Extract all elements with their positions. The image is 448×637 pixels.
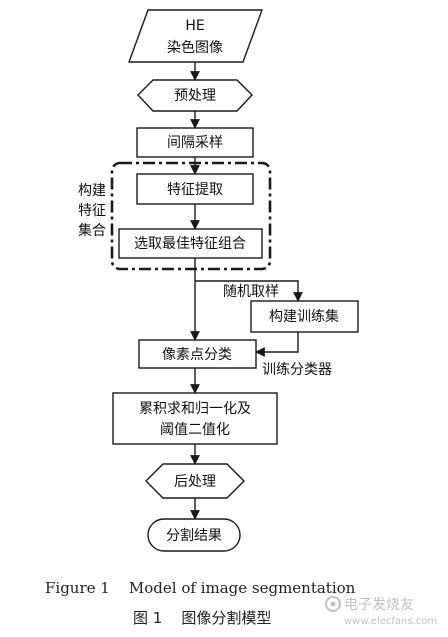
result-label: 分割结果	[166, 527, 222, 544]
watermark: 电子发烧友 www.elecfans.com	[325, 596, 437, 627]
edge-label-train-classifier: 训练分类器	[262, 362, 332, 378]
result-rounded-box	[147, 518, 241, 552]
input-parallelogram	[127, 9, 264, 63]
figure-caption-english: Figure 1 Model of image segmentation	[45, 579, 356, 597]
edge-trunk-to-build-training	[195, 280, 303, 302]
postprocess-label: 后处理	[174, 474, 216, 490]
edge-label-random-sampling: 随机取样	[223, 284, 279, 300]
node-pixel-classify: 像素点分类	[138, 339, 257, 369]
node-preprocess: 预处理	[137, 79, 253, 112]
node-result: 分割结果	[147, 518, 241, 552]
edges	[190, 62, 303, 520]
preprocess-hexagon	[137, 79, 253, 112]
watermark-logo-icon	[325, 596, 341, 612]
watermark-url: www.elecfans.com	[344, 616, 437, 627]
node-build-training: 构建训练集	[250, 300, 359, 333]
build-training-box	[250, 300, 359, 333]
watermark-site-name: 电子发烧友	[344, 597, 414, 613]
watermark-logo-dot	[330, 601, 336, 607]
input-label-line1: HE	[185, 18, 204, 34]
figure-caption-chinese: 图 1 图像分割模型	[133, 609, 271, 627]
input-label-line2: 染色图像	[167, 39, 223, 56]
node-feature-extract: 特征提取	[136, 173, 254, 205]
postprocess-hexagon	[145, 463, 245, 499]
preprocess-label: 预处理	[174, 88, 216, 104]
node-accumulate: 累积求和归一化及 阈值二值化	[112, 392, 278, 445]
accumulate-label-line2: 阈值二值化	[160, 422, 230, 438]
accumulate-box	[112, 392, 278, 445]
sampling-box	[136, 127, 254, 158]
node-sampling: 间隔采样	[136, 127, 254, 158]
node-select-best: 选取最佳特征组合	[118, 228, 263, 259]
select-best-label: 选取最佳特征组合	[134, 236, 246, 252]
group-label-line1: 构建	[78, 183, 106, 199]
build-training-label: 构建训练集	[269, 308, 339, 325]
feature-extract-box	[136, 173, 254, 205]
pixel-classify-label: 像素点分类	[162, 347, 232, 363]
pixel-classify-box	[138, 339, 257, 369]
sampling-label: 间隔采样	[167, 135, 223, 151]
feature-set-group-label: 构建 特征 集合	[78, 183, 106, 239]
feature-set-group-border	[110, 161, 272, 271]
node-input: HE 染色图像	[127, 9, 264, 63]
edge-build-training-to-pixel-classify	[255, 332, 299, 357]
feature-extract-label: 特征提取	[167, 182, 223, 198]
node-postprocess: 后处理	[145, 463, 245, 499]
group-label-line2: 特征	[78, 203, 106, 219]
accumulate-label-line1: 累积求和归一化及	[139, 400, 251, 417]
select-best-box	[118, 228, 263, 259]
group-label-line3: 集合	[78, 222, 106, 239]
